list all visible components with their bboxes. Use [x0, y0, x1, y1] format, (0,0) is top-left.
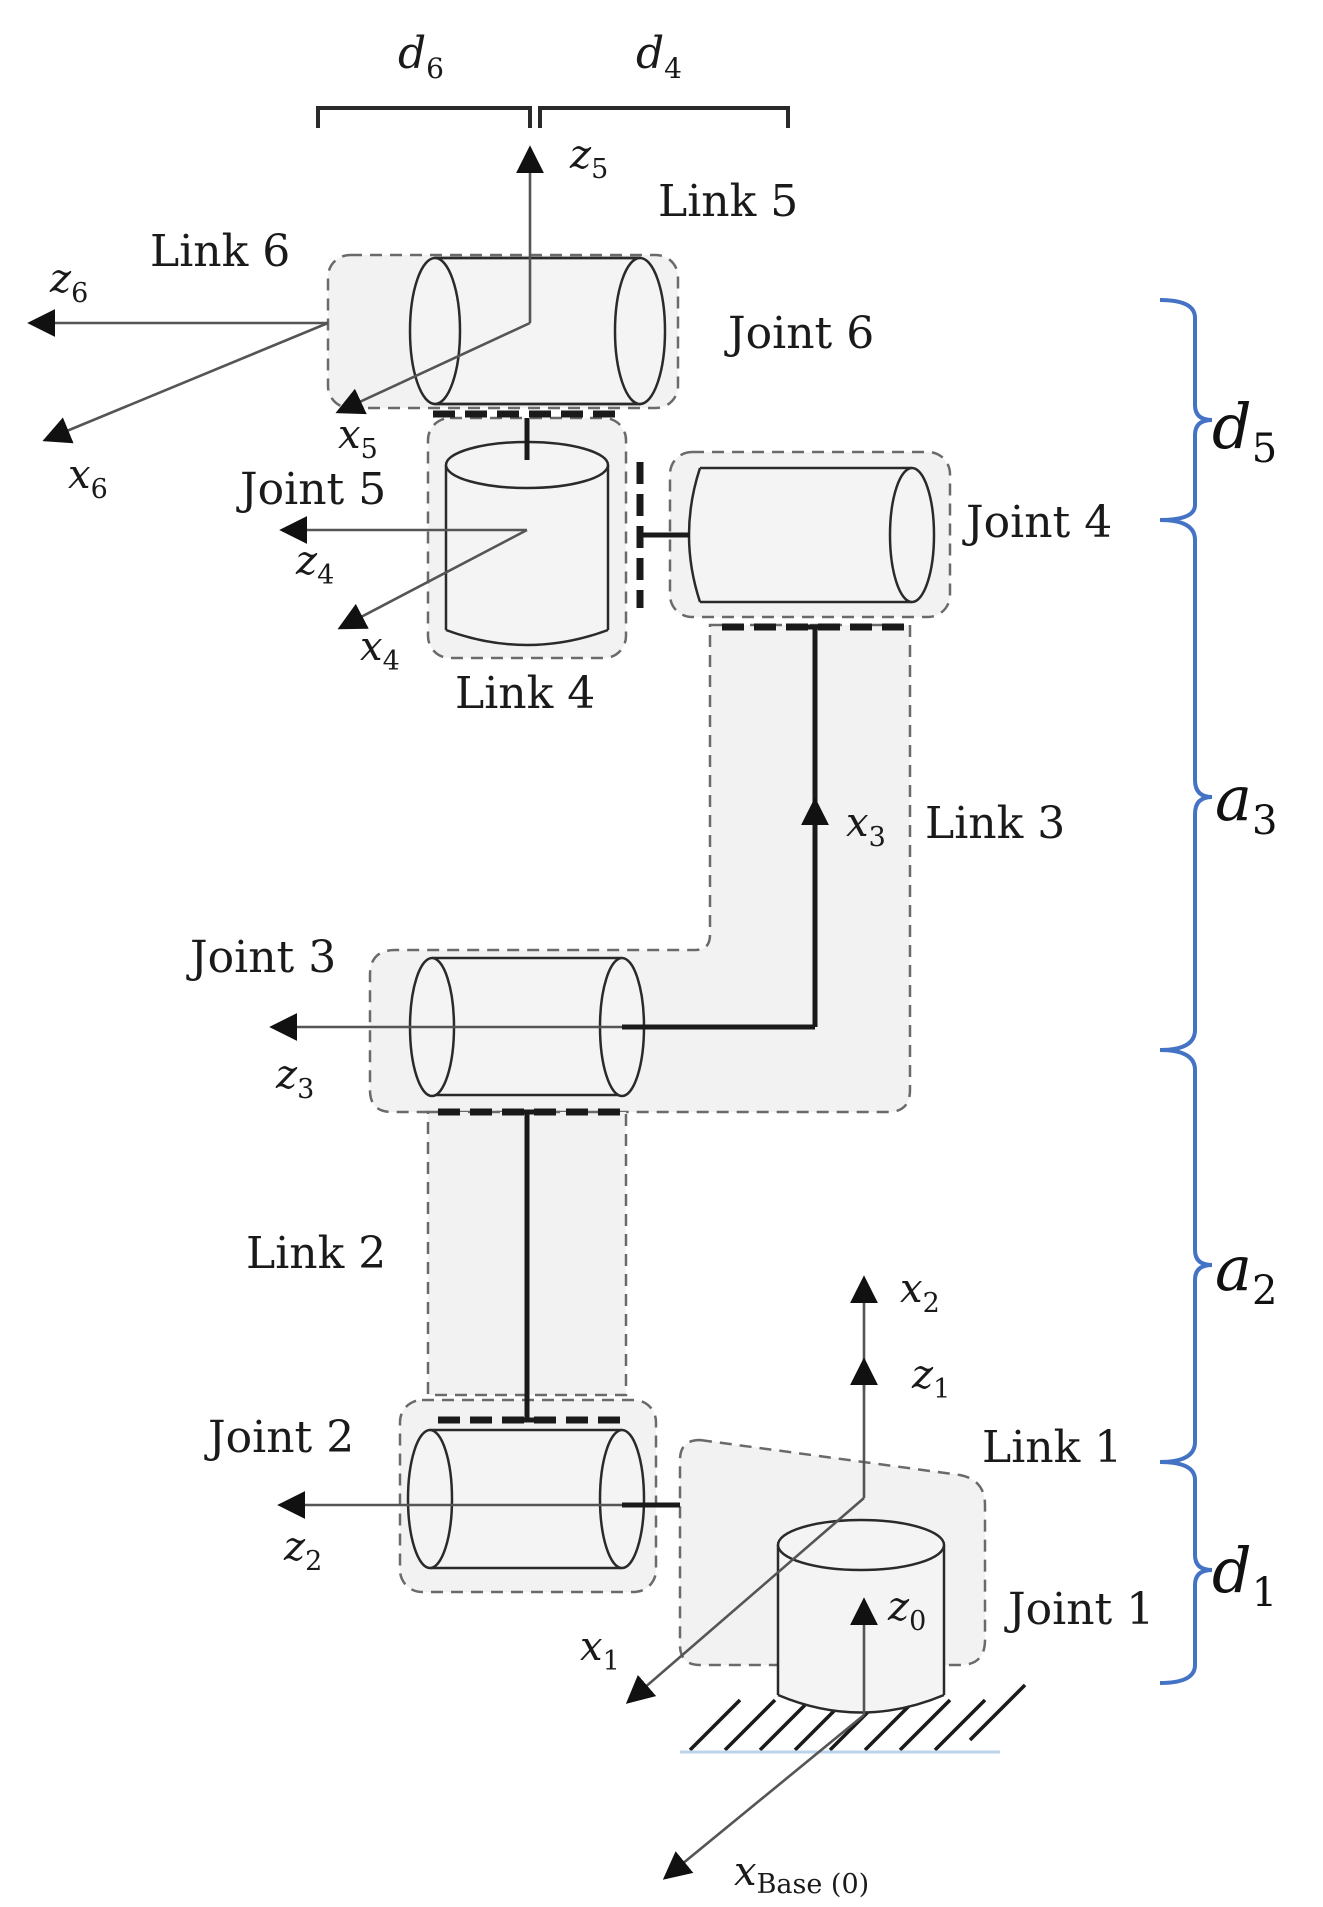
dim-a2-label: a2	[1215, 1232, 1277, 1314]
axis-x6-label: x6	[68, 452, 108, 505]
link6-label: Link 6	[150, 226, 290, 277]
link3-label: Link 3	[925, 798, 1065, 849]
coordinate-axes	[27, 145, 878, 1880]
link4-label: Link 4	[455, 668, 595, 719]
joint2-cylinder	[406, 1428, 646, 1570]
axis-z2-label: z2	[283, 1524, 322, 1577]
axis-x2-label: x2	[900, 1266, 940, 1319]
axis-x4-label: x4	[360, 624, 400, 677]
axis-z5-label: z5	[569, 132, 608, 185]
side-dimension-braces	[1159, 298, 1213, 1685]
joint1-label: Joint 1	[1004, 1584, 1154, 1635]
joint6-cylinder	[408, 256, 667, 406]
axis-z1-label: z1	[911, 1352, 950, 1405]
brace-a3	[1159, 518, 1213, 1052]
joint5-label: Joint 5	[236, 464, 386, 515]
link-lines	[505, 418, 825, 1508]
brace-a2	[1159, 1048, 1213, 1464]
axis-z3-label: z3	[275, 1052, 314, 1105]
joint4-cylinder	[687, 466, 936, 604]
link1-label: Link 1	[982, 1422, 1122, 1473]
joint2-label: Joint 2	[204, 1412, 354, 1463]
dim-a3-label: a3	[1215, 762, 1277, 844]
axis-xbase-label: xBase (0)	[734, 1849, 869, 1900]
joint6-label: Joint 6	[724, 308, 874, 359]
joint3-label: Joint 3	[186, 932, 336, 983]
brace-d1	[1159, 1460, 1213, 1685]
axis-x1-label: x1	[580, 1624, 620, 1677]
axis-z6-label: z6	[49, 256, 88, 309]
joint5-cylinder	[444, 440, 610, 647]
axis-z4-label: z4	[295, 538, 334, 591]
axis-x3-label: x3	[846, 800, 886, 853]
dim-d4-label: d4	[636, 28, 682, 85]
link5-label: Link 5	[658, 176, 798, 227]
brace-d5	[1159, 298, 1213, 522]
joint4-label: Joint 4	[962, 497, 1112, 548]
axis-z0-label: z0	[887, 1584, 926, 1637]
dim-d1-label: d1	[1212, 1534, 1277, 1616]
top-dimension-brackets	[316, 106, 790, 128]
axis-x5-label: x5	[338, 412, 378, 465]
link2-label: Link 2	[246, 1228, 386, 1279]
ground-hatch	[680, 1683, 1027, 1754]
dim-d6-label: d6	[398, 28, 444, 85]
dim-d5-label: d5	[1212, 390, 1277, 472]
